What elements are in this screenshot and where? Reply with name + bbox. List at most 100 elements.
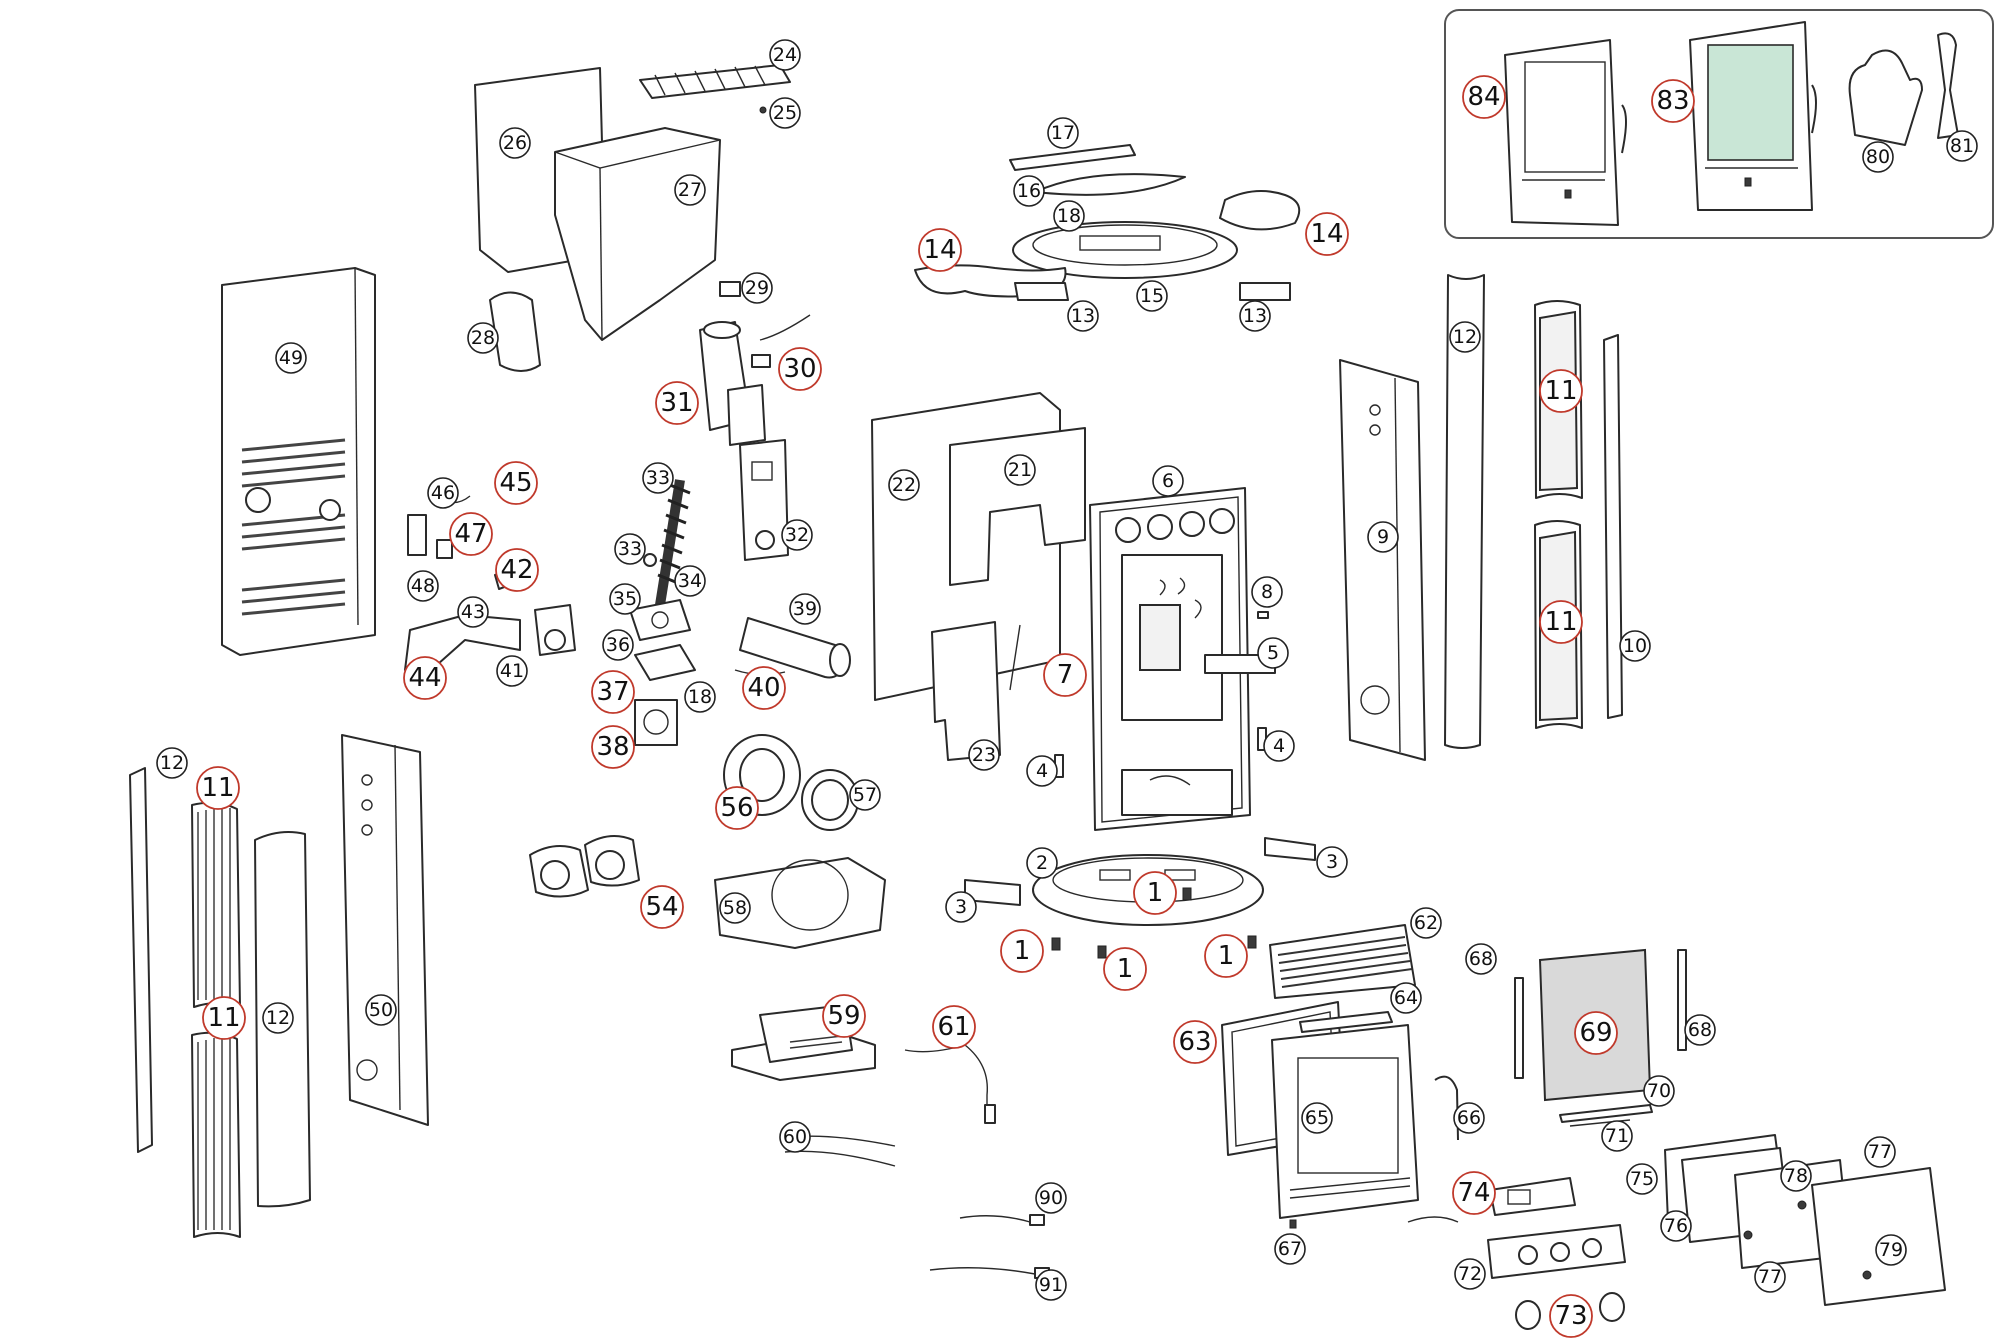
callout-circle: [715, 786, 759, 830]
callout-number: 43: [461, 601, 485, 623]
callout-91: 91: [1035, 1269, 1067, 1301]
callout-circle: [1026, 847, 1058, 879]
callout-circle: [403, 656, 447, 700]
callout-13: 13: [1239, 300, 1271, 332]
callout-circle: [1549, 1294, 1593, 1338]
callout-number: 21: [1008, 459, 1032, 481]
callout-circle: [1619, 630, 1651, 662]
callout-number: 10: [1623, 635, 1647, 657]
callout-75: 75: [1626, 1163, 1658, 1195]
callout-44: 44: [403, 656, 447, 700]
callout-number: 34: [678, 570, 702, 592]
callout-23: 23: [968, 739, 1000, 771]
callout-70: 70: [1643, 1075, 1675, 1107]
callout-circle: [1465, 943, 1497, 975]
callout-90: 90: [1035, 1182, 1067, 1214]
callout-circle: [427, 477, 459, 509]
callout-circle: [932, 1005, 976, 1049]
callout-11: 11: [1539, 600, 1583, 644]
callout-56: 56: [715, 786, 759, 830]
callout-circle: [609, 583, 641, 615]
callout-number: 33: [646, 467, 670, 489]
callout-number: 11: [207, 1003, 240, 1033]
callout-circle: [918, 228, 962, 272]
callout-number: 90: [1039, 1187, 1063, 1209]
callout-4: 4: [1026, 755, 1058, 787]
callout-circle: [1864, 1136, 1896, 1168]
callout-number: 42: [500, 555, 533, 585]
callout-number: 45: [499, 468, 532, 498]
callout-number: 12: [160, 752, 184, 774]
back-panel-49: [221, 267, 376, 656]
callout-number: 5: [1267, 642, 1279, 664]
callout-circle: [1274, 1233, 1306, 1265]
callout-54: 54: [640, 885, 684, 929]
callout-number: 4: [1273, 735, 1285, 757]
callout-number: 76: [1664, 1215, 1688, 1237]
callout-circle: [202, 996, 246, 1040]
callout-number: 71: [1605, 1125, 1629, 1147]
door-84-drawing: [1504, 39, 1627, 226]
callout-78: 78: [1780, 1160, 1812, 1192]
callout-79: 79: [1875, 1234, 1907, 1266]
callout-labels: 2425262728293031323333343536373818394049…: [156, 39, 1978, 1338]
callout-circle: [262, 1002, 294, 1034]
callout-number: 59: [827, 1001, 860, 1031]
callout-8: 8: [1251, 576, 1283, 608]
callout-6: 6: [1152, 465, 1184, 497]
callout-number: 75: [1630, 1168, 1654, 1190]
accessories-inset: [1444, 9, 1994, 239]
callout-10: 10: [1619, 630, 1651, 662]
callout-80: 80: [1862, 141, 1894, 173]
callout-circle: [769, 97, 801, 129]
flue-rings: [723, 734, 859, 831]
callout-circle: [1316, 846, 1348, 878]
callout-circle: [1043, 653, 1087, 697]
callout-11: 11: [196, 766, 240, 810]
ash-door-group: [1664, 1134, 1946, 1306]
callout-number: 7: [1057, 660, 1074, 690]
callout-circle: [449, 512, 493, 556]
callout-circle: [1103, 947, 1147, 991]
callout-circle: [1601, 1120, 1633, 1152]
callout-circle: [1013, 175, 1045, 207]
callout-37: 37: [591, 670, 635, 714]
callout-number: 77: [1758, 1266, 1782, 1288]
callout-64: 64: [1390, 982, 1422, 1014]
callout-81: 81: [1946, 130, 1978, 162]
callout-number: 48: [411, 575, 435, 597]
callout-26: 26: [499, 127, 531, 159]
callout-circle: [1875, 1234, 1907, 1266]
callout-57: 57: [849, 779, 881, 811]
callout-circle: [457, 596, 489, 628]
callout-circle: [778, 347, 822, 391]
callout-circle: [1780, 1160, 1812, 1192]
callout-number: 69: [1579, 1018, 1612, 1048]
callout-number: 15: [1140, 285, 1164, 307]
callout-number: 3: [955, 896, 967, 918]
callout-number: 65: [1305, 1107, 1329, 1129]
callout-circle: [1152, 465, 1184, 497]
left-side-panels: [129, 734, 429, 1238]
callout-circle: [275, 342, 307, 374]
callout-number: 64: [1394, 987, 1418, 1009]
callout-circle: [1643, 1075, 1675, 1107]
callout-number: 1: [1147, 878, 1164, 908]
callout-number: 80: [1866, 146, 1890, 168]
callout-12: 12: [262, 1002, 294, 1034]
callout-46: 46: [427, 477, 459, 509]
callout-30: 30: [778, 347, 822, 391]
callout-15: 15: [1136, 280, 1168, 312]
callout-76: 76: [1660, 1210, 1692, 1242]
callout-number: 26: [503, 132, 527, 154]
callout-number: 3: [1326, 851, 1338, 873]
callout-circle: [769, 39, 801, 71]
callout-58: 58: [719, 892, 751, 924]
callout-circle: [1462, 75, 1506, 119]
callout-number: 78: [1784, 1165, 1808, 1187]
callout-circle: [968, 739, 1000, 771]
fan-bracket-58: [714, 857, 886, 949]
callout-13: 13: [1067, 300, 1099, 332]
callout-circle: [1239, 300, 1271, 332]
